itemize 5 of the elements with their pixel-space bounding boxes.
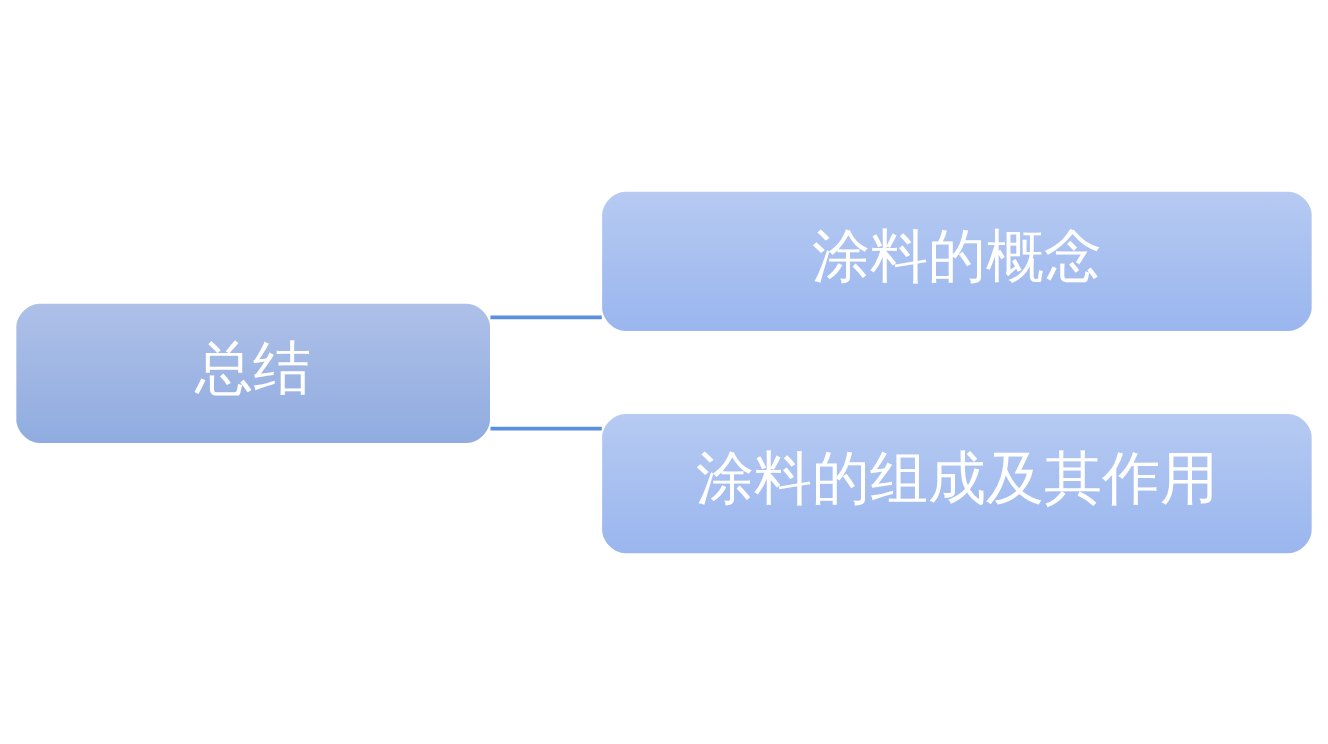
node-box: 总结 [16, 303, 490, 443]
connector [490, 314, 602, 319]
connector [490, 426, 602, 430]
node-box: 涂料的概念 [602, 191, 1312, 331]
node-box: 涂料的组成及其作用 [602, 413, 1312, 553]
